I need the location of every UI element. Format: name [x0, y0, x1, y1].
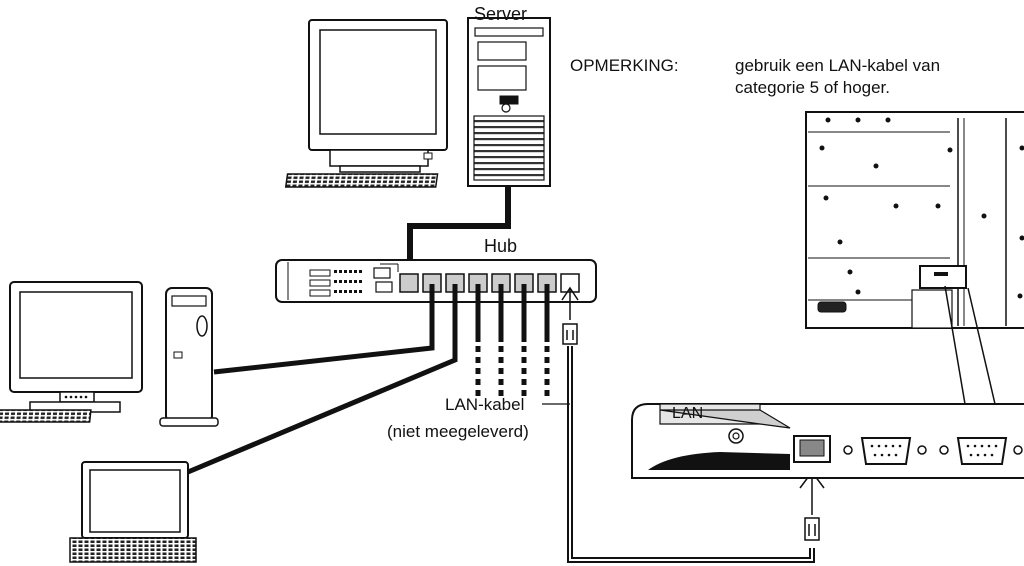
- note-line-2: categorie 5 of hoger.: [735, 78, 891, 97]
- note-line-1: gebruik een LAN-kabel van: [735, 56, 941, 75]
- laptop: [69, 461, 197, 563]
- display-rear-panel: [805, 111, 1024, 329]
- lan-plug-top: [562, 323, 578, 345]
- server-hub-cable: [407, 186, 511, 276]
- note-prefix: OPMERKING:: [570, 56, 679, 75]
- lan-cable-label: LAN-kabel: [445, 395, 525, 414]
- lan-plug-bottom: [804, 517, 820, 541]
- server-monitor: [308, 19, 448, 173]
- hub-ports: [399, 273, 580, 293]
- display-screws: [819, 117, 1024, 299]
- laptop-cable: [187, 284, 458, 475]
- lan-cable-note: (niet meegeleverd): [387, 422, 529, 441]
- connector-panel-detail: [631, 403, 1024, 479]
- server-keyboard: [284, 173, 439, 188]
- unused-port-cables: [475, 284, 550, 400]
- desktop-cable: [213, 284, 435, 375]
- desktop-keyboard: [0, 409, 92, 423]
- desktop-tower: [159, 287, 219, 427]
- desktop-monitor: [9, 281, 143, 413]
- server-label: Server: [474, 4, 528, 24]
- lan-port-tag: LAN: [672, 405, 704, 422]
- server-tower: [467, 17, 551, 187]
- zoom-lines: [944, 285, 996, 405]
- hub-label: Hub: [484, 236, 518, 256]
